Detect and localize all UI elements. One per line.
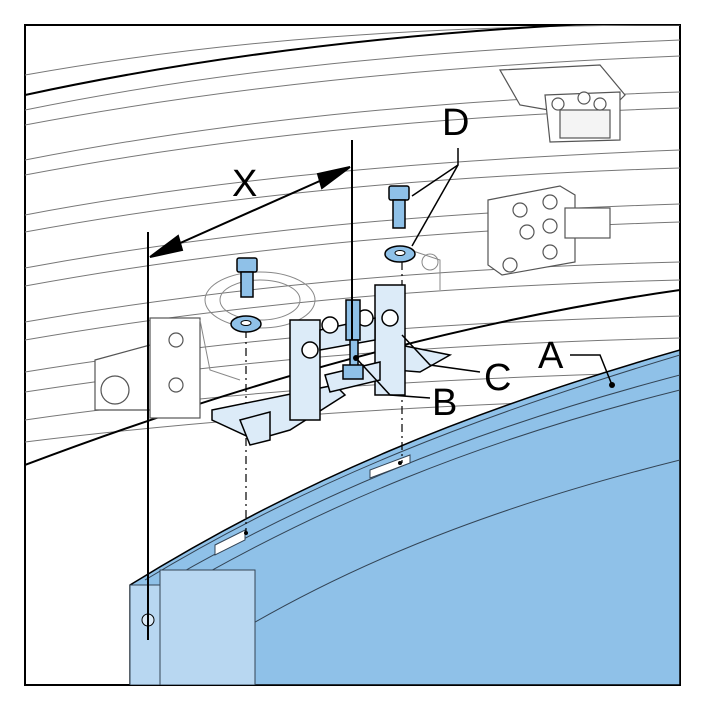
door-panel-a (129, 349, 680, 685)
bolt-right-d (388, 185, 410, 229)
label-a: A (538, 335, 564, 377)
track-top-edge (25, 25, 586, 96)
roller-block-right (487, 185, 611, 276)
label-c: C (484, 357, 511, 399)
roller-block-left (94, 317, 201, 419)
leader-lines (355, 148, 613, 399)
dimension-x (147, 140, 353, 640)
label-x: X (232, 163, 257, 205)
alignment-lines (245, 262, 403, 533)
bolt-left (236, 257, 258, 298)
label-d: D (442, 102, 469, 144)
carriage-top-right (498, 64, 626, 143)
label-b: B (432, 382, 457, 424)
